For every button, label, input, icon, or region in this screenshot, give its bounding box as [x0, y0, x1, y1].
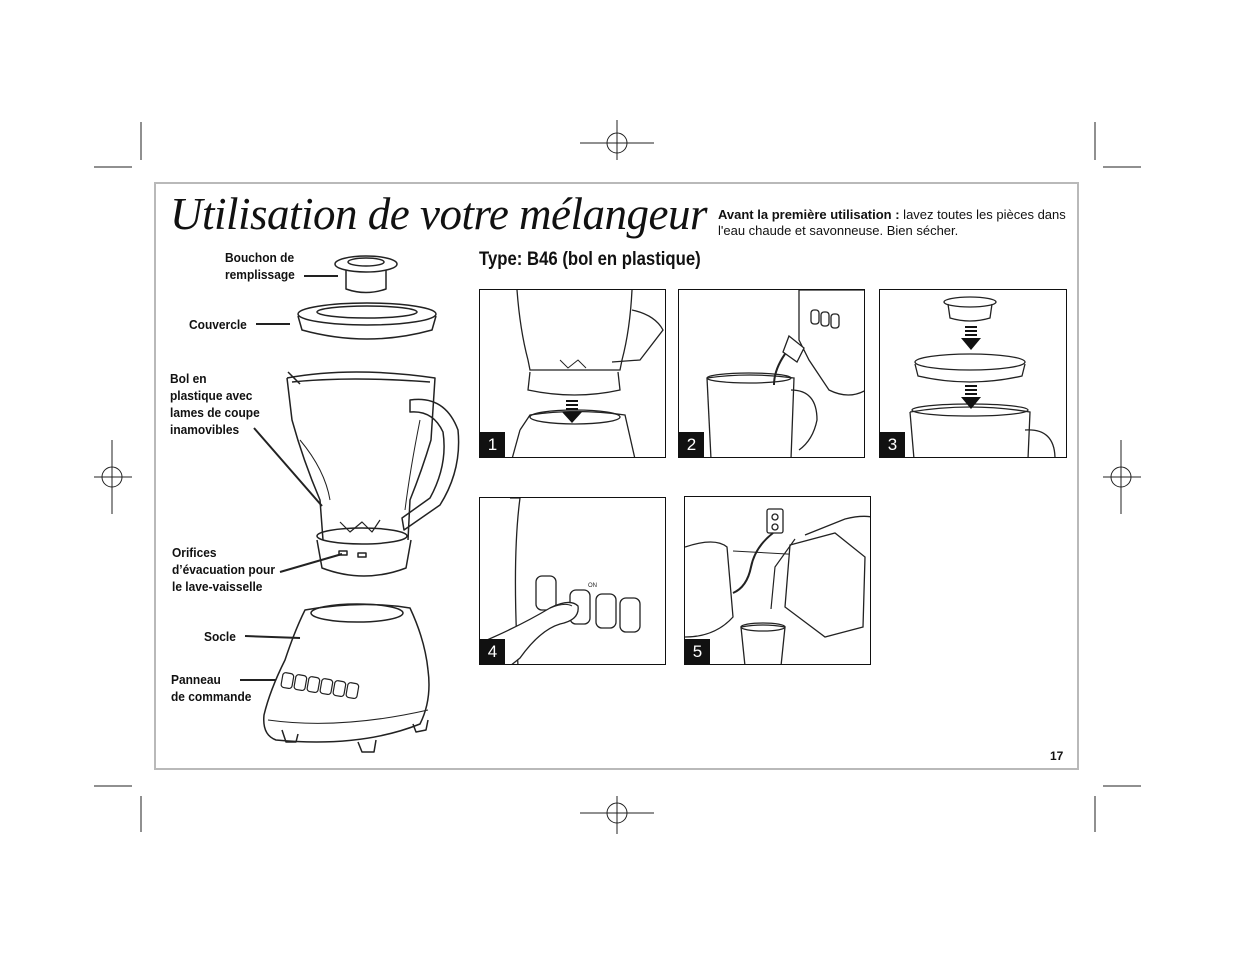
step-panel-1: 1 [479, 289, 666, 458]
intro-bold: Avant la première utilisation : [718, 207, 900, 222]
intro-body: lavez toutes les pièces dans l'eau chaud… [718, 207, 1066, 238]
step-4-drawing: ON [480, 498, 641, 664]
page-frame [154, 182, 1079, 770]
intro-text: Avant la première utilisation : lavez to… [718, 207, 1068, 239]
step-panel-5: 5 [684, 496, 871, 665]
step-number-1: 1 [480, 432, 505, 457]
label-base: Socle [204, 629, 236, 644]
label-lid: Couvercle [189, 317, 247, 332]
fill-cap-drawing [334, 255, 398, 294]
step-panel-2: 2 [678, 289, 865, 458]
step-1-drawing [511, 290, 664, 457]
step-2-drawing [706, 290, 864, 457]
step-panel-3: 3 [879, 289, 1067, 458]
step-number-3: 3 [880, 432, 905, 457]
page-number: 17 [1050, 749, 1064, 763]
page-title: Utilisation de votre mélangeur [170, 189, 708, 239]
lid-drawing [297, 302, 437, 340]
on-label: ON [588, 583, 597, 589]
step-panel-4: ON 4 [479, 497, 666, 665]
step-number-5: 5 [685, 639, 710, 664]
step-5-drawing [685, 508, 870, 664]
step-number-4: 4 [480, 639, 505, 664]
base-drawing [263, 603, 430, 753]
jar-drawing [286, 371, 460, 577]
type-title: Type: B46 (bol en plastique) [479, 249, 701, 270]
step-3-drawing [909, 296, 1056, 457]
blender-exploded-illustration [240, 255, 460, 753]
step-number-2: 2 [679, 432, 704, 457]
